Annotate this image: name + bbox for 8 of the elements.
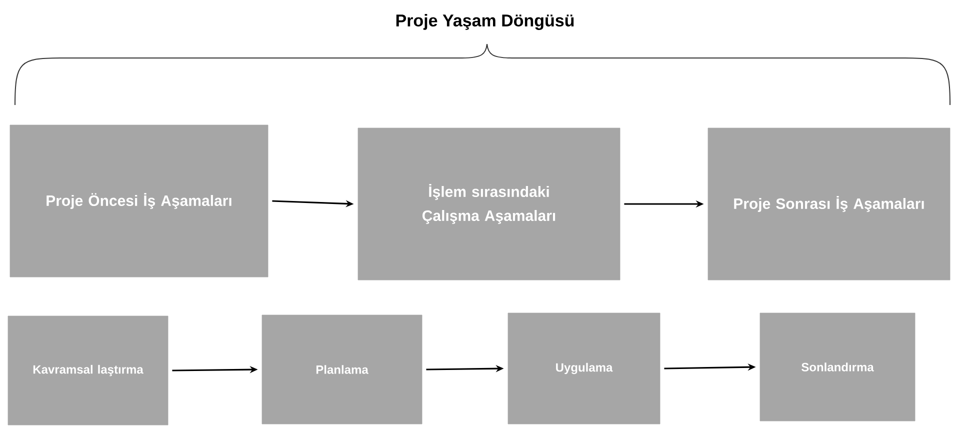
title: Proje Yaşam Döngüsü — [396, 14, 574, 30]
process-box: Proje Öncesi İş Aşamaları — [10, 124, 268, 278]
process-box: Planlama — [262, 314, 422, 424]
process-box: Sonlandırma — [760, 312, 916, 422]
process-box: Kavramsal laştırma — [8, 316, 168, 426]
process-box: Uygulama — [508, 312, 660, 424]
process-box: Proje Sonrası İş Aşamaları — [708, 128, 950, 280]
process-box: İşlem sırasındaki Çalışma Aşamaları — [358, 128, 620, 280]
